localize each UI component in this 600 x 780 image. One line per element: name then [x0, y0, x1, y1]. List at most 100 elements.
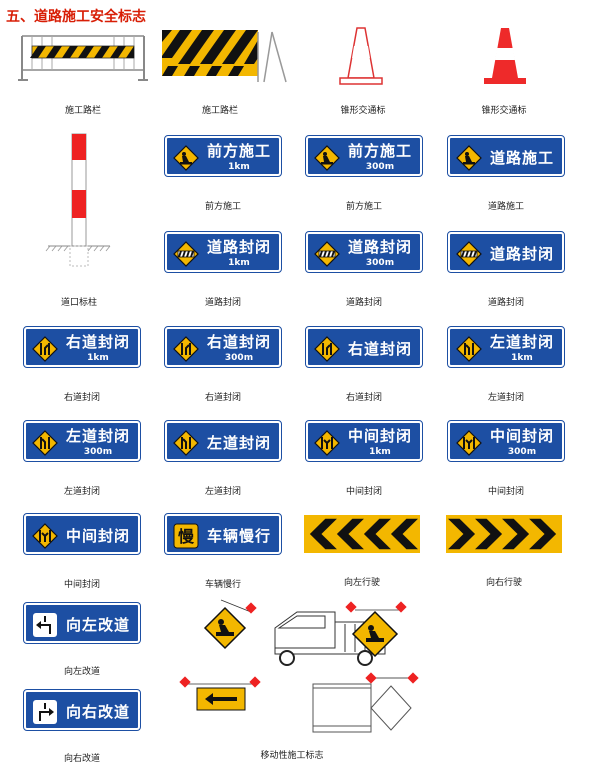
sign-main-text: 左道封闭: [65, 427, 130, 445]
caption-chevron-left: 向左行驶: [343, 578, 380, 588]
caption-cone-1: 锥形交通标: [340, 106, 386, 116]
road-sign-detour-left: 向左改道: [23, 602, 141, 644]
road-sign-worker: 前方施工 300m: [305, 135, 423, 177]
worker-icon: [314, 145, 340, 171]
sign-main-text: 道路封闭: [489, 245, 554, 263]
road-sign-barrier: 道路封闭: [447, 231, 565, 273]
construction-barrier-2: [160, 28, 290, 84]
detour-left-icon: [32, 612, 58, 638]
traffic-cone-2: [480, 26, 530, 88]
road-sign-left: 左道封闭 300m: [23, 420, 141, 462]
sign-main-text: 中间封闭: [65, 527, 130, 545]
middle-icon: [314, 430, 340, 456]
sign-distance-text: 1km: [511, 353, 533, 363]
chevron-left-board: [304, 515, 420, 553]
sign-caption: 向左改道: [63, 667, 100, 677]
right-icon: [32, 336, 58, 362]
sign-distance-text: 1km: [87, 353, 109, 363]
svg-text:慢: 慢: [178, 527, 195, 546]
caption-mobile-signs: 移动性施工标志: [260, 751, 324, 761]
caption-barrier-1: 施工路栏: [64, 106, 101, 116]
sign-main-text: 中间封闭: [489, 427, 554, 445]
sign-main-text: 右道封闭: [206, 333, 271, 351]
sign-caption: 左道封闭: [487, 393, 524, 403]
construction-barrier-1: [18, 30, 148, 82]
road-sign-right: 右道封闭 300m: [164, 326, 282, 368]
chevron-right-board: [446, 515, 562, 553]
sign-distance-text: 300m: [507, 447, 537, 457]
road-sign-middle: 中间封闭 1km: [305, 420, 423, 462]
road-sign-worker: 前方施工 1km: [164, 135, 282, 177]
sign-caption: 左道封闭: [204, 487, 241, 497]
caption-cone-2: 锥形交通标: [481, 106, 527, 116]
barrier-icon: [173, 241, 199, 267]
page-title: 五、道路施工安全标志: [6, 9, 146, 25]
sign-caption: 前方施工: [204, 202, 241, 212]
road-sign-slow: 慢车辆慢行: [164, 513, 282, 555]
sign-distance-text: 1km: [369, 447, 391, 457]
sign-distance-text: 1km: [228, 162, 250, 172]
sign-caption: 道路施工: [487, 202, 524, 212]
left-icon: [173, 430, 199, 456]
caption-road-post: 道口标柱: [60, 298, 97, 308]
left-icon: [32, 430, 58, 456]
sign-caption: 右道封闭: [204, 393, 241, 403]
sign-caption: 中间封闭: [487, 487, 524, 497]
sign-caption: 前方施工: [345, 202, 382, 212]
caption-barrier-2: 施工路栏: [201, 106, 238, 116]
sign-distance-text: 300m: [365, 258, 395, 268]
sign-distance-text: 300m: [224, 353, 254, 363]
right-icon: [173, 336, 199, 362]
slow-icon: 慢: [173, 523, 199, 549]
sign-caption: 右道封闭: [345, 393, 382, 403]
mobile-construction-signs-illustration: [175, 598, 425, 740]
worker-icon: [173, 145, 199, 171]
sign-main-text: 左道封闭: [206, 434, 271, 452]
sign-main-text: 向左改道: [65, 616, 130, 634]
barrier-icon: [314, 241, 340, 267]
road-sign-left: 左道封闭: [164, 420, 282, 462]
worker-icon: [456, 145, 482, 171]
road-sign-right: 右道封闭 1km: [23, 326, 141, 368]
sign-main-text: 道路封闭: [206, 238, 271, 256]
detour-right-icon: [32, 699, 58, 725]
caption-chevron-right: 向右行驶: [485, 578, 522, 588]
sign-caption: 中间封闭: [345, 487, 382, 497]
sign-main-text: 右道封闭: [347, 340, 412, 358]
road-sign-barrier: 道路封闭 1km: [164, 231, 282, 273]
sign-distance-text: 300m: [83, 447, 113, 457]
sign-main-text: 道路封闭: [347, 238, 412, 256]
left-icon: [456, 336, 482, 362]
road-sign-middle: 中间封闭 300m: [447, 420, 565, 462]
barrier-icon: [456, 241, 482, 267]
road-sign-left: 左道封闭 1km: [447, 326, 565, 368]
road-sign-barrier: 道路封闭 300m: [305, 231, 423, 273]
sign-caption: 车辆慢行: [204, 580, 241, 590]
sign-main-text: 前方施工: [347, 142, 412, 160]
middle-icon: [32, 523, 58, 549]
sign-caption: 向右改道: [63, 754, 100, 764]
sign-main-text: 右道封闭: [65, 333, 130, 351]
road-sign-right: 右道封闭: [305, 326, 423, 368]
sign-caption: 左道封闭: [63, 487, 100, 497]
sign-main-text: 中间封闭: [347, 427, 412, 445]
sign-distance-text: 1km: [228, 258, 250, 268]
sign-main-text: 左道封闭: [489, 333, 554, 351]
sign-caption: 中间封闭: [63, 580, 100, 590]
sign-main-text: 前方施工: [206, 142, 271, 160]
middle-icon: [456, 430, 482, 456]
sign-main-text: 车辆慢行: [206, 527, 271, 545]
traffic-cone-1: [336, 26, 386, 88]
right-icon: [314, 336, 340, 362]
sign-caption: 道路封闭: [204, 298, 241, 308]
road-marker-post: [44, 132, 114, 272]
sign-main-text: 道路施工: [489, 149, 554, 167]
road-sign-detour-right: 向右改道: [23, 689, 141, 731]
sign-caption: 道路封闭: [487, 298, 524, 308]
road-sign-worker: 道路施工: [447, 135, 565, 177]
sign-distance-text: 300m: [365, 162, 395, 172]
sign-main-text: 向右改道: [65, 703, 130, 721]
road-sign-middle: 中间封闭: [23, 513, 141, 555]
sign-caption: 右道封闭: [63, 393, 100, 403]
sign-caption: 道路封闭: [345, 298, 382, 308]
